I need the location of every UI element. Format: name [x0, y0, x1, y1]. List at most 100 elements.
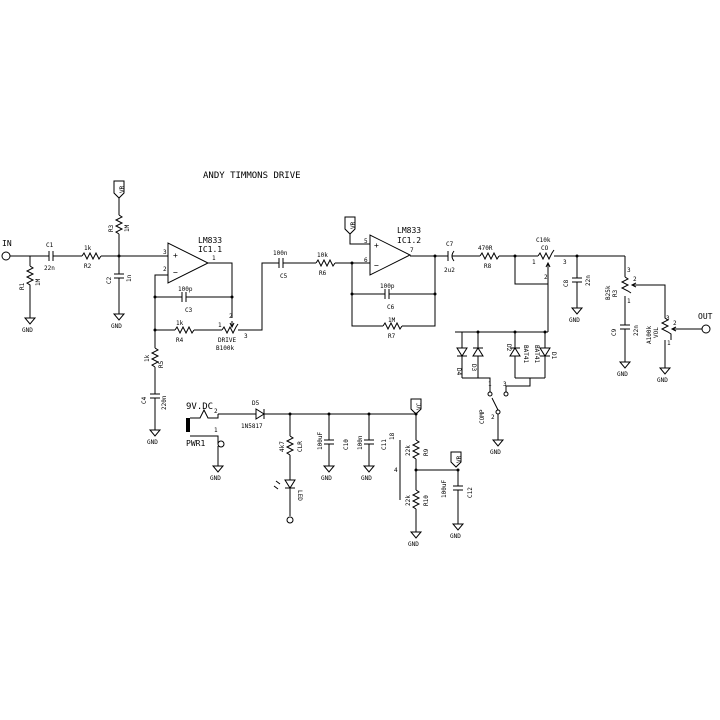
svg-text:R9: R9 [423, 448, 430, 456]
volume-pot[interactable]: A100k VOL 3 2 1 [646, 308, 678, 347]
svg-text:BAT41: BAT41 [533, 345, 540, 363]
r10-resistor: 22k R10 [405, 489, 430, 510]
svg-text:C11: C11 [381, 439, 388, 450]
svg-text:1: 1 [214, 427, 218, 434]
svg-text:1n: 1n [126, 274, 133, 282]
svg-text:GND: GND [321, 475, 332, 482]
clr-resistor: 4k7 CLR [279, 435, 304, 456]
r1-value: 1M [35, 278, 42, 286]
svg-text:R3: R3 [612, 289, 619, 297]
svg-text:18: 18 [389, 432, 396, 440]
c10-capacitor: 100uF C10 [317, 432, 350, 450]
svg-text:VR: VR [119, 185, 126, 193]
svg-text:3: 3 [244, 333, 248, 340]
svg-text:D1: D1 [550, 352, 557, 360]
svg-text:1k: 1k [144, 354, 151, 362]
r3-resistor: R3 1M [108, 214, 131, 235]
input-port[interactable]: IN [1, 239, 12, 261]
svg-text:3: 3 [627, 267, 631, 274]
svg-text:9V.DC: 9V.DC [186, 402, 213, 412]
svg-text:5: 5 [364, 238, 368, 245]
svg-text:7: 7 [410, 247, 414, 254]
led-terminal [286, 516, 294, 524]
r7-resistor: 1M R7 [382, 317, 403, 340]
svg-text:−: − [374, 261, 379, 270]
svg-text:22n: 22n [633, 325, 640, 336]
svg-text:C1: C1 [46, 242, 54, 249]
r4-resistor: 1k R4 [174, 320, 195, 344]
r2-resistor: 1k R2 [81, 245, 102, 270]
svg-text:R3: R3 [108, 224, 115, 232]
svg-text:2: 2 [633, 276, 637, 283]
svg-text:3: 3 [163, 249, 167, 256]
gnd-symbol: GND [321, 465, 336, 482]
svg-text:GND: GND [490, 449, 501, 456]
svg-text:C10k: C10k [536, 237, 551, 244]
r1-resistor: R1 1M [19, 265, 42, 298]
r5-resistor: 1k R5 [144, 347, 165, 368]
comp-switch[interactable]: 1 3 2 COMP [479, 381, 509, 424]
c5-capacitor: 100n C5 [273, 250, 288, 280]
tone-c10k-pot[interactable]: C10k CO 1 3 2 [532, 237, 567, 281]
c6-capacitor: 100p C6 [380, 283, 395, 311]
svg-text:GND: GND [408, 541, 419, 548]
svg-text:3: 3 [666, 315, 670, 322]
svg-text:VR: VR [456, 455, 463, 463]
gnd-symbol: GND [569, 307, 584, 324]
svg-text:1: 1 [627, 298, 631, 305]
vc-flag: VC [410, 398, 423, 415]
r1-ref: R1 [19, 282, 26, 290]
svg-text:R4: R4 [176, 337, 184, 344]
svg-text:LM833: LM833 [397, 226, 421, 235]
svg-text:C8: C8 [563, 279, 570, 287]
svg-text:B25k: B25k [605, 285, 612, 300]
svg-text:1: 1 [667, 340, 671, 347]
d3-diode: D3 [470, 332, 484, 378]
svg-text:D5: D5 [252, 400, 260, 407]
svg-text:IC1.2: IC1.2 [397, 236, 421, 245]
tone-b25k-pot[interactable]: B25k R3 3 2 1 [605, 267, 638, 305]
svg-text:C12: C12 [467, 487, 474, 498]
svg-text:1M: 1M [124, 224, 131, 232]
schematic-title: ANDY TIMMONS DRIVE [203, 171, 301, 181]
vr-flag: VR [344, 216, 357, 235]
svg-text:GND: GND [111, 323, 122, 330]
svg-text:COMP: COMP [479, 409, 486, 424]
gnd-symbol: GND [408, 531, 423, 548]
d5-diode: D5 1N5817 [241, 400, 265, 430]
svg-text:6: 6 [364, 257, 368, 264]
led-diode: LED [273, 479, 303, 501]
svg-text:CO: CO [541, 245, 549, 252]
svg-text:D3: D3 [470, 364, 477, 372]
svg-text:2: 2 [673, 320, 677, 327]
d2-diode: D2 BAT41 [505, 332, 529, 378]
svg-text:2: 2 [544, 274, 548, 281]
svg-text:CLR: CLR [297, 441, 304, 452]
svg-text:R8: R8 [484, 263, 492, 270]
svg-text:22n: 22n [44, 265, 55, 272]
svg-text:GND: GND [450, 533, 461, 540]
vr-flag: VR [113, 180, 126, 199]
svg-text:4: 4 [394, 467, 398, 474]
svg-text:2: 2 [491, 414, 495, 421]
svg-text:D2: D2 [505, 344, 512, 352]
svg-text:C6: C6 [387, 304, 395, 311]
svg-text:GND: GND [657, 377, 668, 384]
output-port[interactable]: OUT [698, 312, 713, 334]
drive-pot[interactable]: 1 2 3 DRIVE B100k [216, 313, 248, 352]
svg-text:100n: 100n [273, 250, 288, 257]
svg-text:100p: 100p [178, 286, 193, 293]
svg-text:1: 1 [532, 259, 536, 266]
svg-text:1: 1 [212, 255, 216, 262]
svg-text:10k: 10k [317, 252, 328, 259]
svg-text:C2: C2 [106, 276, 113, 284]
svg-text:C3: C3 [185, 307, 193, 314]
svg-text:VC: VC [416, 402, 423, 410]
svg-text:1N5817: 1N5817 [241, 423, 263, 430]
svg-text:3: 3 [563, 259, 567, 266]
svg-text:100n: 100n [357, 435, 364, 450]
svg-text:GND: GND [361, 475, 372, 482]
d4-diode: D4 [455, 332, 468, 378]
svg-text:R7: R7 [388, 333, 396, 340]
svg-text:−: − [173, 268, 178, 277]
